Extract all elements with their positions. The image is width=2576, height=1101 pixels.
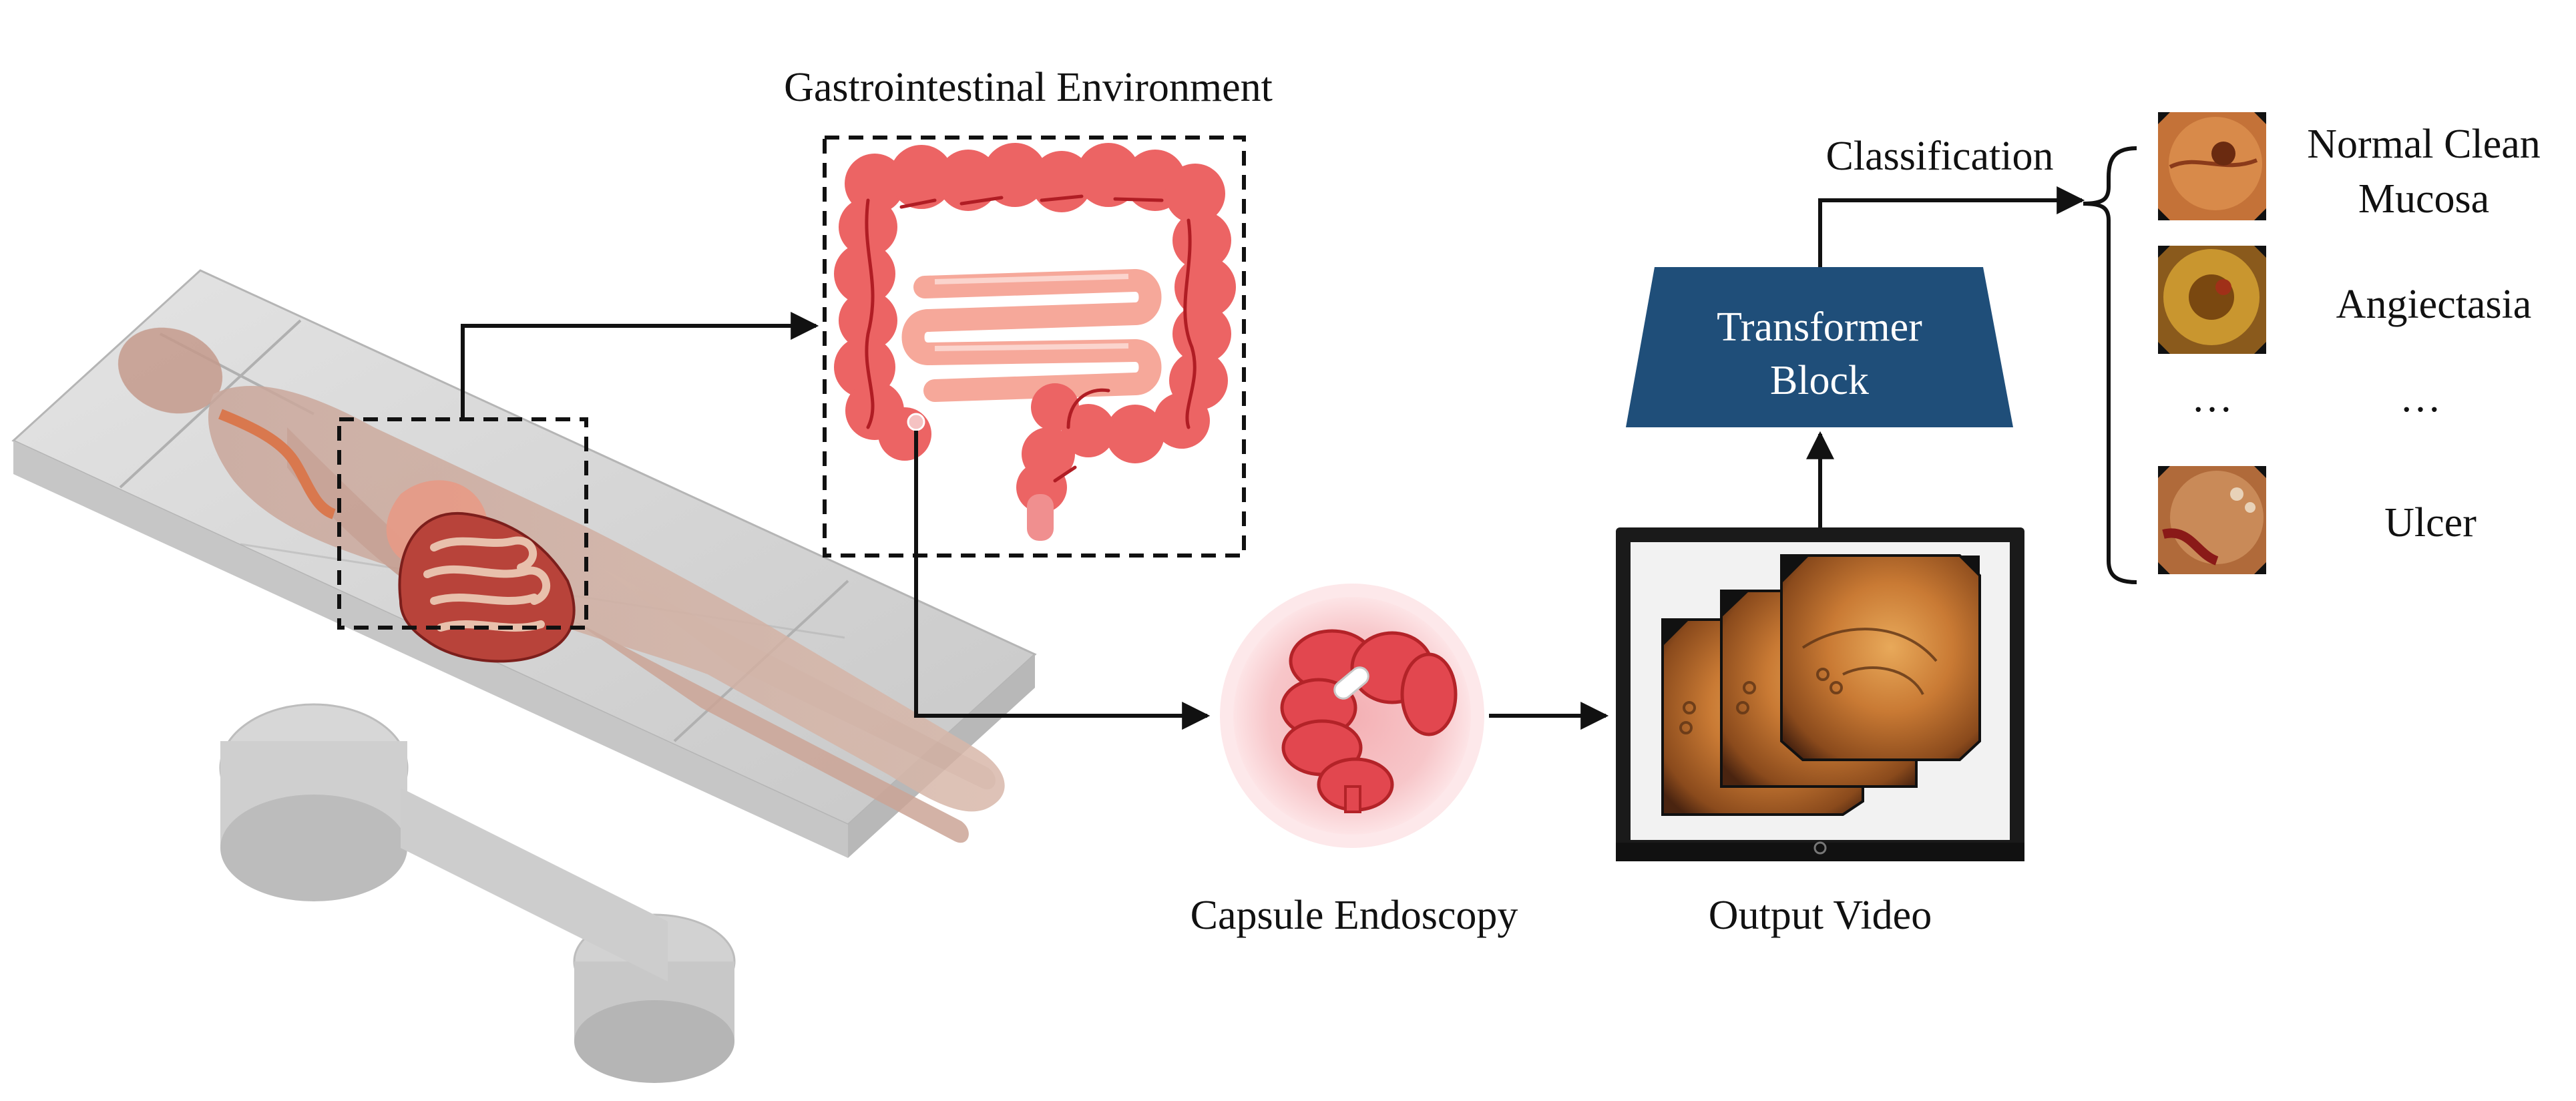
class-normal-line1: Normal Clean xyxy=(2307,122,2541,167)
arrow-transformer-to-classes xyxy=(1818,186,2085,267)
capsule-icon xyxy=(1220,584,1484,848)
output-video-label: Output Video xyxy=(1708,893,1932,938)
normal-thumbnail xyxy=(2158,112,2266,220)
class-ellipsis-left: … xyxy=(2191,375,2233,421)
class-angiectasia: Angiectasia xyxy=(2336,282,2532,327)
patient-on-table-icon xyxy=(11,269,1037,1083)
class-ulcer: Ulcer xyxy=(2384,500,2477,545)
arrow-abdomen-to-gi xyxy=(461,312,819,419)
endoscopy-thumbnail-icon xyxy=(2158,112,2266,574)
gi-environment-box xyxy=(823,136,1246,558)
class-ellipsis-right: … xyxy=(2400,375,2441,421)
colon-icon xyxy=(834,143,1236,541)
transformer-line1: Transformer xyxy=(1717,304,1922,350)
class-normal-clean-mucosa: Normal Clean Mucosa xyxy=(2284,117,2564,226)
gi-environment-label: Gastrointestinal Environment xyxy=(784,65,1273,110)
transformer-block-label: Transformer Block xyxy=(1629,300,2010,407)
angiectasia-thumbnail xyxy=(2158,246,2266,354)
class-normal-line2: Mucosa xyxy=(2358,176,2490,222)
capsule-endoscopy-label: Capsule Endoscopy xyxy=(1190,893,1518,938)
arrow-gi-to-capsule xyxy=(914,431,1211,730)
class-brace xyxy=(2083,146,2137,584)
classification-label: Classification xyxy=(1826,134,2054,179)
transformer-block xyxy=(1626,267,2013,427)
transformer-line2: Block xyxy=(1769,358,1870,403)
ulcer-thumbnail xyxy=(2158,466,2266,574)
monitor-icon xyxy=(1616,527,2024,861)
